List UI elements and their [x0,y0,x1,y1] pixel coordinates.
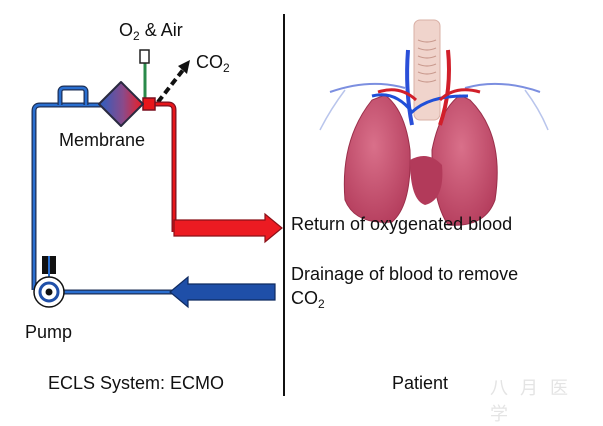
o2-air-label: O2 & Air [119,20,183,43]
membrane-label: Membrane [59,130,146,150]
co2-exhaust-label: CO2 [196,52,230,75]
arterial-tubing [142,97,177,232]
ecls-system-footer: ECLS System: ECMO [48,373,225,393]
patient-footer: Patient [392,373,449,393]
patient-lungs-illustration [319,19,549,226]
venous-tubing [31,85,180,295]
return-arrow-icon [173,212,283,244]
pump-label: Pump [25,322,73,342]
co2-exhaust-arrow-icon [156,60,190,104]
gas-inlet-port [139,49,150,64]
drainage-blood-label: Drainage of blood to remove [291,264,519,284]
drainage-arrow-icon [169,275,276,309]
pump-icon [33,256,65,308]
watermark: 八月医学 [490,378,580,424]
drainage-co2-label: CO2 [291,288,325,311]
membrane-oxygenator-icon [98,81,144,127]
ecmo-diagram [31,14,549,396]
return-blood-label: Return of oxygenated blood [291,214,513,234]
